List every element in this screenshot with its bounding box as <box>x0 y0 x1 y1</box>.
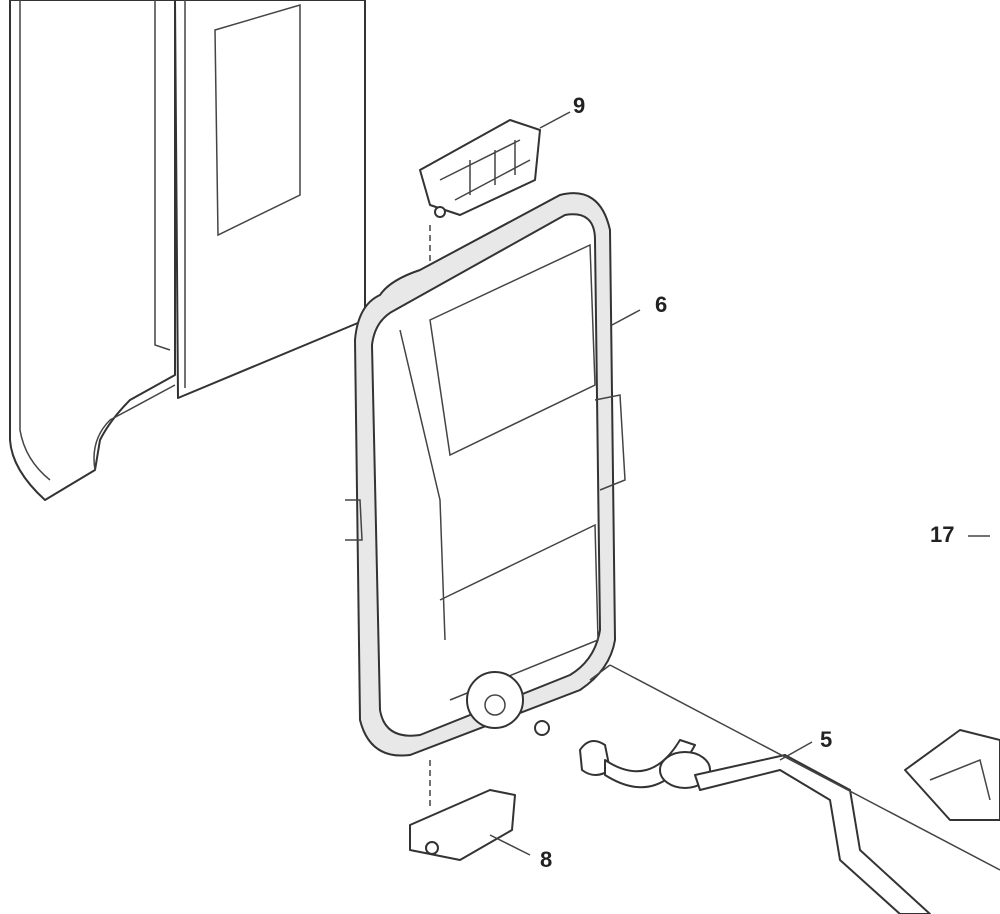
callout-9: 9 <box>573 93 586 118</box>
part-8-bracket <box>409 760 531 861</box>
callout-17: 17 <box>930 522 955 547</box>
part-6-tank <box>345 192 641 757</box>
callout-6: 6 <box>655 292 668 317</box>
panel-plate <box>174 0 366 399</box>
part-5-hose <box>534 664 1000 914</box>
pump-fragment <box>904 535 1000 821</box>
callout-5: 5 <box>820 727 833 752</box>
side-panel <box>9 0 176 501</box>
callout-8: 8 <box>540 847 553 872</box>
part-9-bracket <box>419 111 571 290</box>
